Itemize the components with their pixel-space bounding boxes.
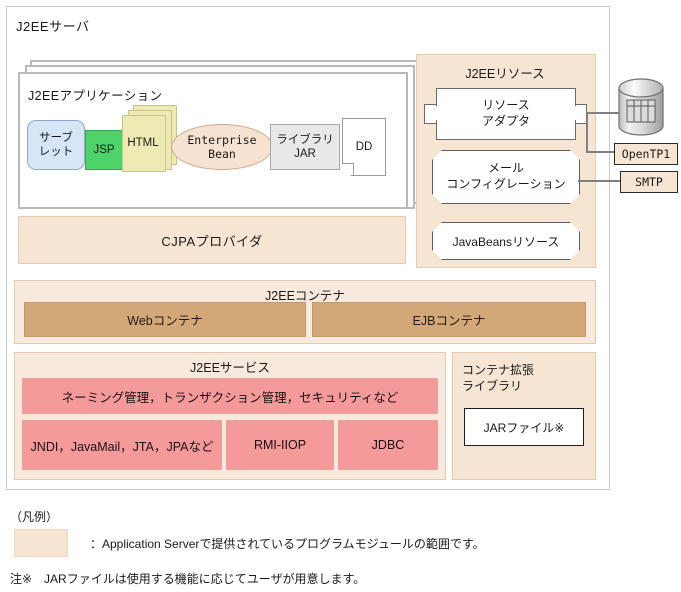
enterprise-bean-module: Enterprise Bean — [171, 124, 273, 170]
extension-library-title-line1: コンテナ拡張 — [462, 363, 535, 377]
wire-mail-configuration-to-smtp — [578, 180, 622, 182]
servlet-module: サーブ レット — [27, 120, 85, 170]
javabeans-resource-shape: JavaBeansリソース — [432, 222, 580, 260]
resource-adapter-shape: リソース アダプタ — [436, 88, 576, 140]
servlet-label-line2: レット — [38, 146, 74, 158]
library-jar-module: ライブラリ JAR — [270, 124, 340, 170]
web-container-cell: Webコンテナ — [24, 302, 306, 337]
ejb-container-cell: EJBコンテナ — [312, 302, 586, 337]
enterprise-bean-label-line2: Bean — [208, 147, 236, 161]
wire-resource-adapter-to-opentp1 — [586, 151, 616, 153]
dd-document-fold-icon — [342, 163, 354, 175]
service-cell-jdbc: JDBC — [338, 420, 438, 470]
adapter-tab-right-seam — [572, 106, 576, 120]
html-page-sheet-1 — [122, 115, 166, 172]
html-module-label: HTML — [127, 136, 159, 149]
resource-adapter-label-line2: アダプタ — [481, 114, 530, 128]
mail-configuration-label-line2: コンフィグレーション — [446, 177, 566, 191]
footnote-text: 注※ JARファイルは使用する機能に応じてユーザが用意します。 — [10, 572, 366, 586]
resource-adapter-label-line1: リソース — [482, 98, 530, 113]
service-cell-rmi-iiop: RMI-IIOP — [226, 420, 334, 470]
mail-configuration-label-line1: メール — [487, 161, 524, 176]
j2ee-services-title: J2EEサービス — [190, 361, 270, 375]
library-jar-label-line2: JAR — [294, 148, 316, 160]
database-icon — [618, 78, 664, 136]
legend-color-swatch — [14, 529, 68, 557]
wire-resource-adapter-to-database — [586, 112, 620, 114]
wire-resource-adapter-branch — [586, 112, 588, 152]
service-cell-naming-transaction-security: ネーミング管理，トランザクション管理，セキュリティなど — [22, 378, 438, 414]
opentp1-box: OpenTP1 — [614, 143, 678, 165]
j2ee-application-title: J2EEアプリケーション — [28, 89, 163, 103]
enterprise-bean-label-line1: Enterprise — [187, 132, 257, 147]
j2ee-server-title: J2EEサーバ — [16, 19, 90, 34]
mail-configuration-shape: メール コンフィグレーション — [432, 150, 580, 204]
service-cell-jndi: JNDI，JavaMail，JTA，JPAなど — [22, 420, 222, 470]
legend-description: ：Application Serverで提供されているプログラムモジュールの範囲… — [90, 537, 485, 551]
smtp-box: SMTP — [620, 171, 678, 193]
j2ee-resources-title: J2EEリソース — [465, 67, 545, 81]
j2ee-container-title: J2EEコンテナ — [265, 289, 345, 303]
cjpa-provider-box: CJPAプロバイダ — [18, 216, 406, 264]
extension-library-title-line2: ライブラリ — [462, 379, 523, 394]
jar-file-box: JARファイル※ — [464, 408, 584, 446]
container-extension-library-title: コンテナ拡張 ライブラリ — [462, 362, 588, 394]
adapter-tab-left-seam — [434, 106, 438, 120]
jsp-module: JSP — [85, 130, 123, 170]
legend-title: （凡例） — [10, 510, 59, 524]
library-jar-label-line1: ライブラリ — [276, 133, 334, 146]
servlet-label-line1: サーブ — [39, 131, 73, 144]
